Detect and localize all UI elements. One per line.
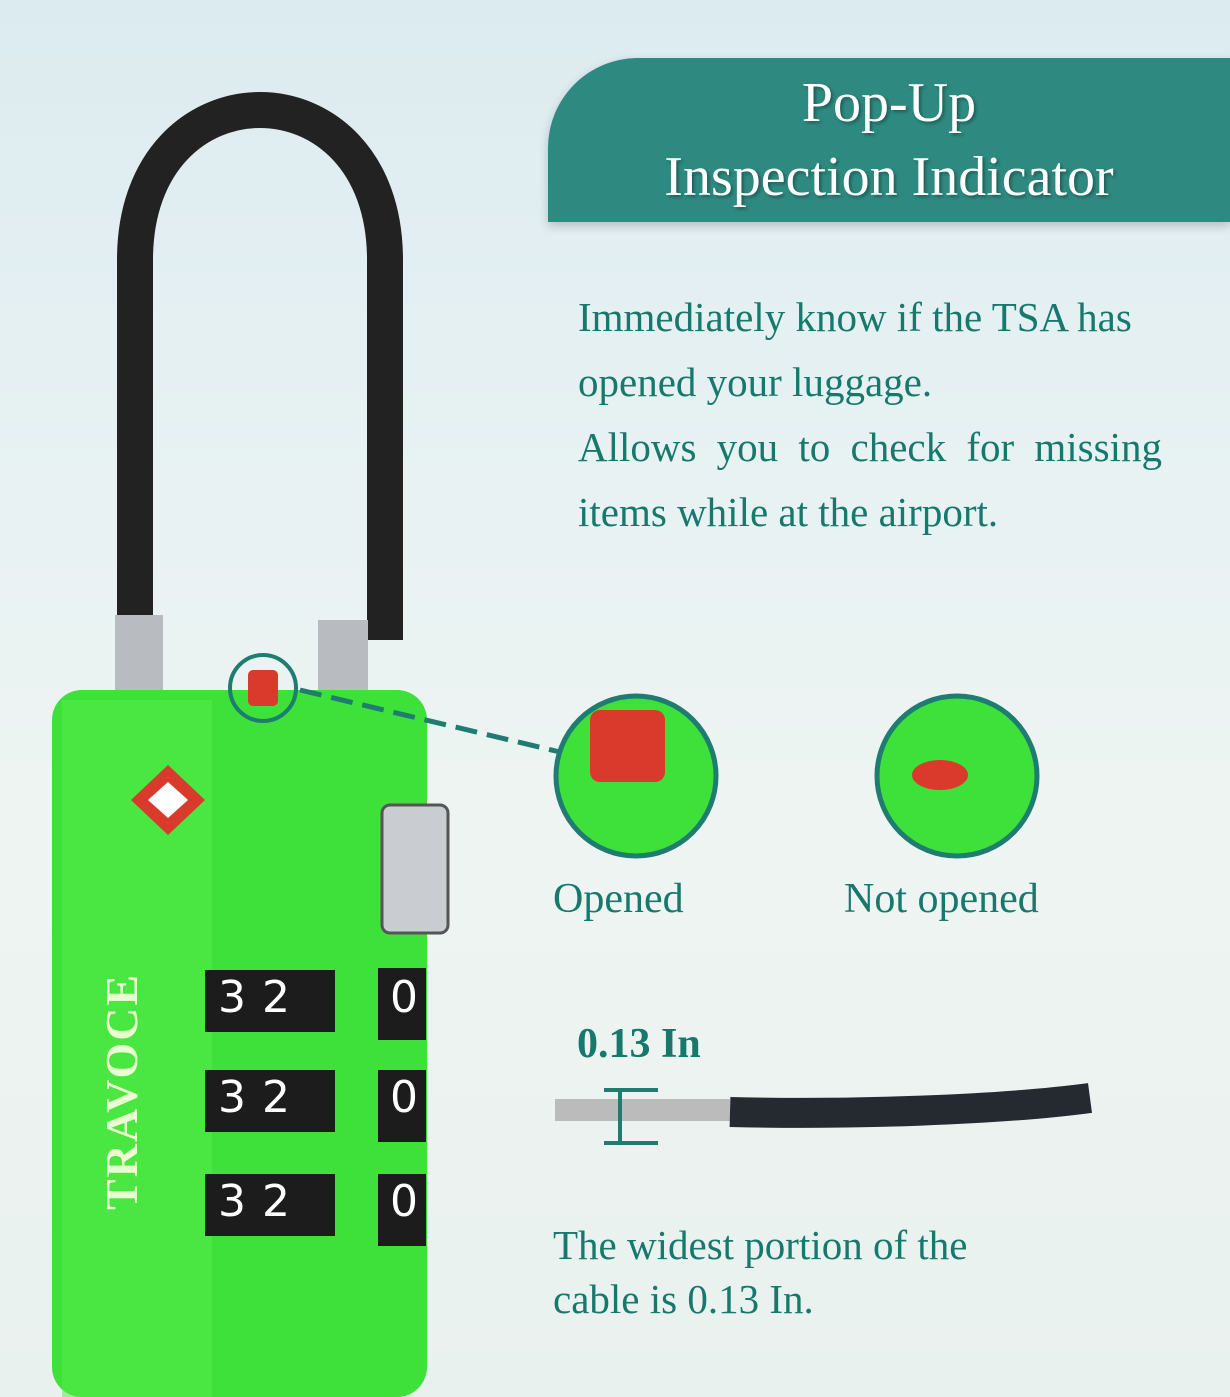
dial-digit: 3 [218, 972, 246, 1023]
pointer-line [299, 687, 561, 755]
dial-digit: 3 [218, 1176, 246, 1227]
dial-digit: 2 [262, 1176, 290, 1227]
measurement-caption: The widest portion of the cable is 0.13 … [553, 1222, 968, 1322]
description: Immediately know if the TSA has opened y… [578, 285, 1162, 545]
dial-digit: 0 [390, 1072, 418, 1123]
banner-title-line2: Inspection Indicator [664, 146, 1114, 208]
title-banner: Pop-Up Inspection Indicator [548, 58, 1230, 222]
measurement-bracket-icon [604, 1088, 658, 1145]
brand-label: TRAVOCE [96, 972, 147, 1210]
cable-shackle [117, 92, 403, 640]
dial-digit: 2 [262, 1072, 290, 1123]
measurement-value: 0.13 In [577, 1021, 701, 1067]
combination-dials [205, 968, 426, 1246]
description-line2: Allows you to check for missing items wh… [578, 424, 1162, 535]
side-button [380, 803, 450, 935]
description-line1: Immediately know if the TSA has opened y… [578, 294, 1132, 405]
opened-label: Opened [553, 876, 684, 922]
dial-digit: 0 [390, 972, 418, 1023]
not-opened-label: Not opened [844, 876, 1039, 922]
dial-digit: 0 [390, 1176, 418, 1227]
dial-digit: 2 [262, 972, 290, 1023]
dial-digit: 3 [218, 1072, 246, 1123]
indicator-pin [248, 670, 278, 706]
banner-title-line1: Pop-Up [801, 72, 977, 134]
